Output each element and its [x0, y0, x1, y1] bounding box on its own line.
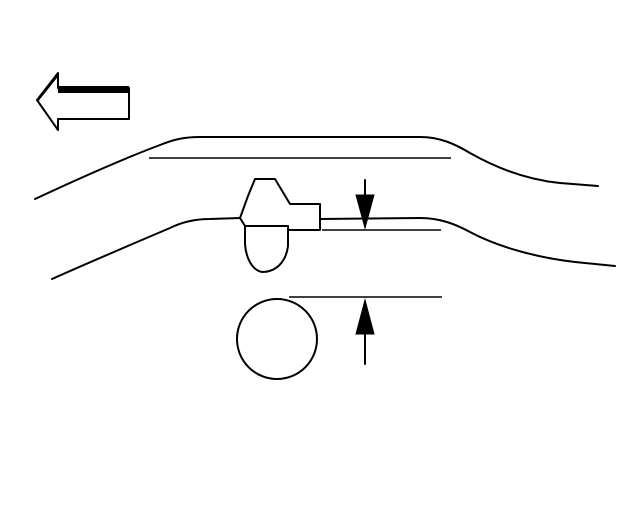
direction-arrow-icon [36, 72, 130, 131]
body-panel-upper-contour [34, 136, 599, 200]
body-panel-lower-contour [51, 217, 616, 280]
circular-reference-mark [236, 298, 318, 380]
measurement-arrow-down-icon [355, 179, 375, 230]
clip-fastener [239, 178, 321, 273]
measurement-arrow-up-icon [355, 298, 375, 365]
